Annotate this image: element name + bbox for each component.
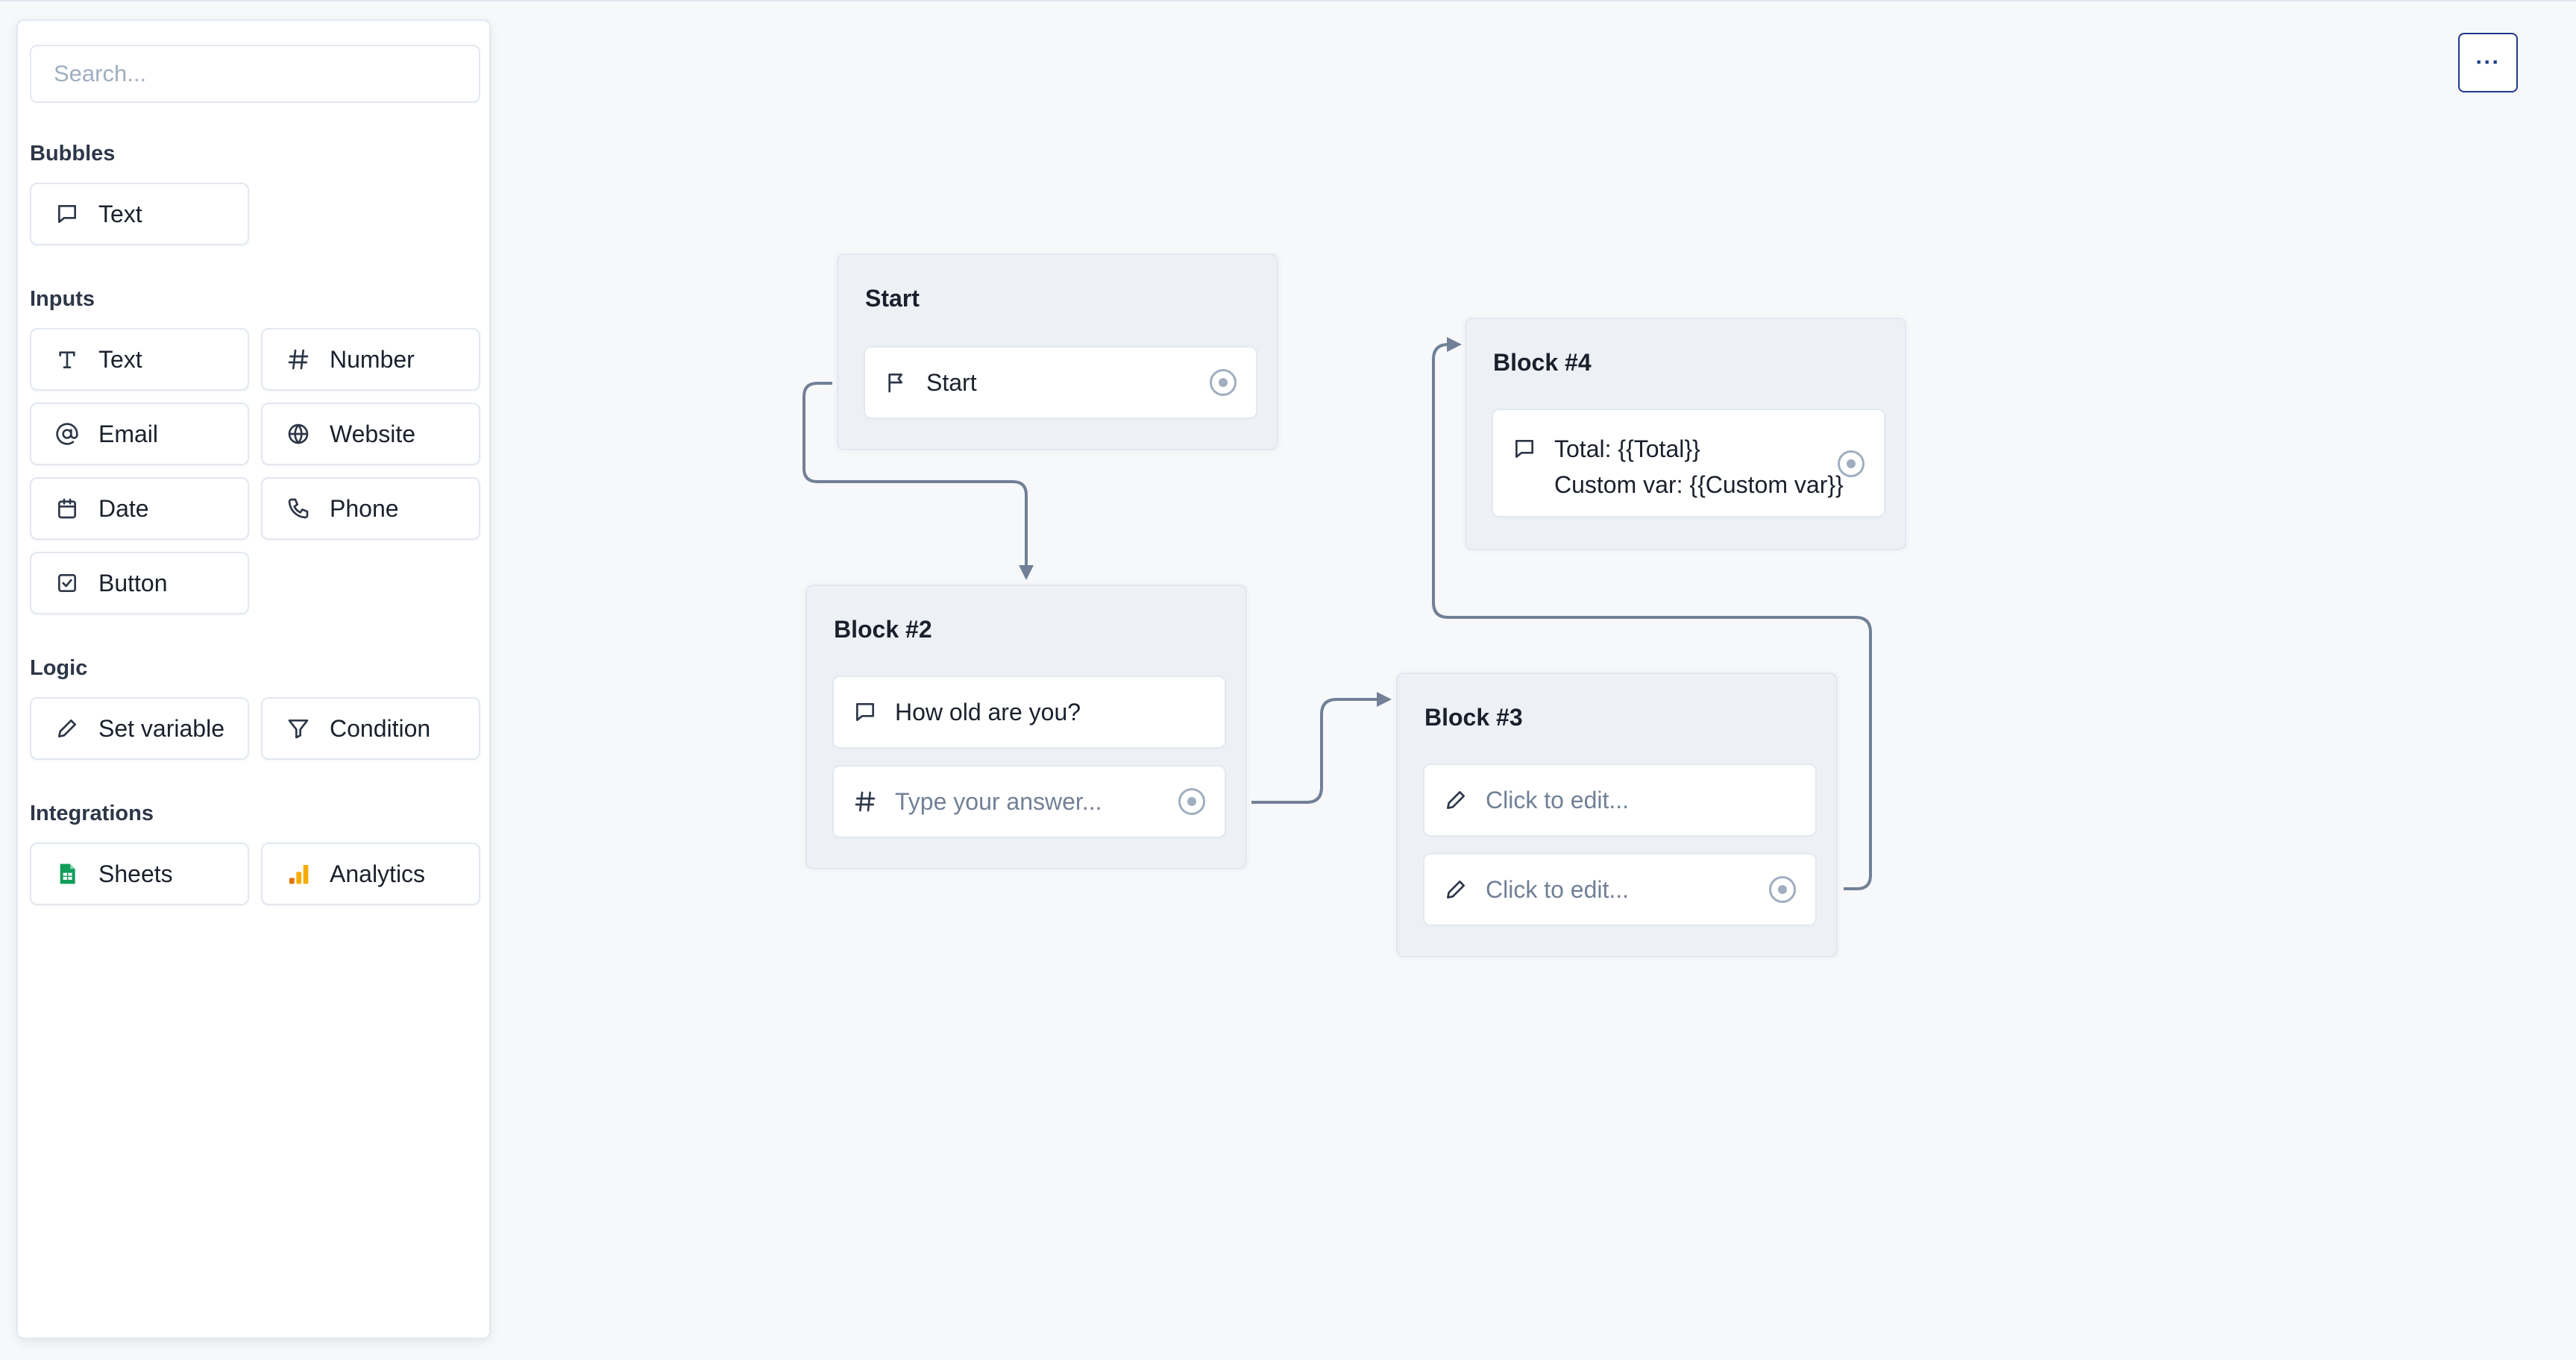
sidebar-item-button-input[interactable]: Button	[30, 552, 249, 614]
sidebar-item-label: Website	[330, 420, 416, 447]
at-sign-icon	[55, 422, 79, 446]
sidebar-item-phone-input[interactable]: Phone	[261, 477, 480, 540]
calendar-icon	[55, 497, 79, 520]
block-title: Block #3	[1424, 704, 1523, 731]
source-handle[interactable]	[1178, 788, 1205, 815]
filter-icon	[286, 717, 310, 740]
google-analytics-icon	[286, 862, 310, 886]
step-number-input[interactable]: Type your answer...	[832, 765, 1226, 838]
section-title-bubbles: Bubbles	[30, 142, 116, 166]
text-t-icon	[55, 347, 79, 371]
block-2[interactable]: Block #2 How old are you? Type your answ…	[805, 585, 1247, 869]
hash-icon	[853, 790, 877, 813]
sidebar-item-text-bubble[interactable]: Text	[30, 183, 249, 245]
sidebar-item-label: Text	[98, 345, 142, 373]
section-title-integrations: Integrations	[30, 802, 154, 825]
step-placeholder: Click to edit...	[1486, 786, 1630, 813]
step-text-bubble[interactable]: How old are you?	[832, 676, 1226, 749]
hash-icon	[286, 347, 310, 371]
sidebar-item-label: Phone	[330, 494, 399, 522]
source-handle[interactable]	[1838, 450, 1865, 477]
step-text: Total: {{Total}} Custom var: {{Custom va…	[1554, 431, 1844, 503]
pencil-icon	[1444, 878, 1468, 901]
blocks-sidebar: Bubbles Text Inputs Text Number	[16, 19, 491, 1339]
sidebar-item-condition[interactable]: Condition	[261, 697, 480, 760]
source-handle[interactable]	[1210, 369, 1237, 396]
block-start[interactable]: Start Start	[837, 254, 1278, 450]
sidebar-item-label: Date	[98, 494, 149, 522]
integrations-grid: Sheets Analytics	[30, 843, 480, 905]
sidebar-item-email-input[interactable]: Email	[30, 403, 249, 465]
inputs-grid: Text Number Email Website	[30, 328, 480, 614]
step-text-bubble[interactable]: Total: {{Total}} Custom var: {{Custom va…	[1492, 409, 1885, 517]
sidebar-item-number-input[interactable]: Number	[261, 328, 480, 391]
phone-icon	[286, 497, 310, 520]
sidebar-item-label: Set variable	[98, 714, 224, 742]
google-sheets-icon	[55, 862, 79, 886]
step-text-line: Total: {{Total}}	[1554, 435, 1700, 462]
chat-bubble-icon	[853, 700, 877, 724]
edge-block3-to-block4	[1432, 337, 1872, 890]
step-text-line: Custom var: {{Custom var}}	[1554, 471, 1844, 498]
step-placeholder: Type your answer...	[895, 787, 1102, 815]
flag-icon	[885, 371, 908, 394]
globe-icon	[286, 422, 310, 446]
step-set-variable[interactable]: Click to edit...	[1423, 764, 1817, 837]
block-3[interactable]: Block #3 Click to edit... Click to edit.…	[1396, 673, 1838, 957]
block-title: Start	[865, 285, 920, 312]
step-placeholder: Click to edit...	[1486, 875, 1630, 903]
sidebar-item-label: Analytics	[330, 860, 426, 887]
source-handle[interactable]	[1769, 876, 1796, 903]
sidebar-item-label: Email	[98, 420, 159, 447]
more-options-button[interactable]: ···	[2458, 33, 2518, 92]
logic-grid: Set variable Condition	[30, 697, 480, 760]
sidebar-item-website-input[interactable]: Website	[261, 403, 480, 465]
section-title-inputs: Inputs	[30, 287, 95, 311]
edge-block2-to-block3	[1251, 692, 1392, 804]
sidebar-item-label: Condition	[330, 714, 431, 742]
chat-bubble-icon	[55, 202, 79, 226]
step-set-variable[interactable]: Click to edit...	[1423, 853, 1817, 926]
sidebar-item-date-input[interactable]: Date	[30, 477, 249, 540]
section-title-logic: Logic	[30, 656, 88, 680]
chat-bubble-icon	[1512, 437, 1536, 461]
step-label: Start	[926, 368, 977, 396]
sidebar-item-sheets[interactable]: Sheets	[30, 843, 249, 905]
step-label: How old are you?	[895, 698, 1081, 725]
sidebar-item-set-variable[interactable]: Set variable	[30, 697, 249, 760]
sidebar-item-label: Number	[330, 345, 415, 373]
check-square-icon	[55, 571, 79, 595]
sidebar-item-label: Button	[98, 569, 168, 596]
sidebar-item-label: Text	[98, 200, 142, 227]
bubbles-grid: Text	[30, 183, 477, 245]
block-title: Block #2	[834, 616, 932, 643]
edge-start-to-block2	[802, 382, 1034, 580]
pencil-icon	[55, 717, 79, 740]
block-4[interactable]: Block #4 Total: {{Total}} Custom var: {{…	[1465, 318, 1906, 550]
sidebar-item-analytics[interactable]: Analytics	[261, 843, 480, 905]
block-title: Block #4	[1493, 349, 1592, 376]
sidebar-item-text-input[interactable]: Text	[30, 328, 249, 391]
search-input[interactable]	[30, 45, 480, 103]
sidebar-item-label: Sheets	[98, 860, 173, 887]
pencil-icon	[1444, 788, 1468, 812]
step-start[interactable]: Start	[864, 346, 1257, 419]
